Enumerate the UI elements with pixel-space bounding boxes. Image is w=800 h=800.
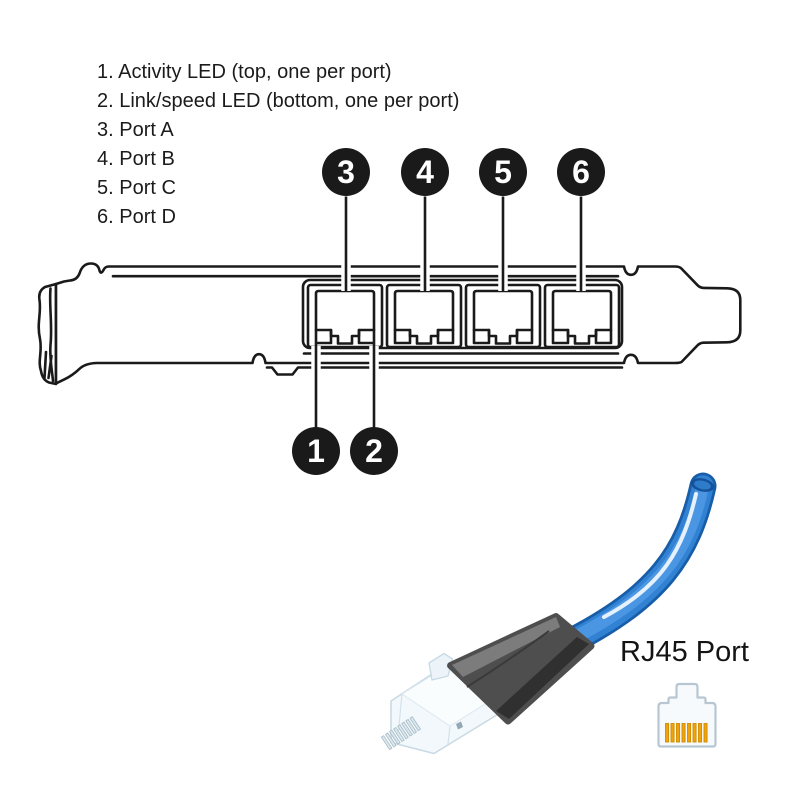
bracket-flange-sliver <box>43 350 53 380</box>
rj45-port-label: RJ45 Port <box>620 636 749 668</box>
bracket-bottom-fold-line <box>265 366 624 376</box>
legend-item: 5. Port C <box>97 177 176 199</box>
boot-shadow <box>496 637 589 719</box>
callout-badge-4: 4 <box>401 148 449 196</box>
legend: 1. Activity LED (top, one per port) 2. L… <box>97 58 459 232</box>
rj45-port-d <box>543 283 621 349</box>
callout-badge-1: 1 <box>292 427 340 475</box>
callout-badge-2: 2 <box>350 427 398 475</box>
callout-number: 4 <box>416 154 434 190</box>
legend-item: 3. Port A <box>97 119 174 141</box>
callout-lines <box>311 196 586 428</box>
bracket-flange <box>37 282 58 386</box>
cable <box>552 472 717 658</box>
rj45-port-b <box>385 283 463 349</box>
callout-badge-5: 5 <box>479 148 527 196</box>
cable-boot <box>447 613 595 725</box>
cable-highlight <box>602 492 698 619</box>
legend-item: 2. Link/speed LED (bottom, one per port) <box>97 90 460 112</box>
connector-facet-lines <box>397 693 451 745</box>
boot-highlight <box>452 617 560 677</box>
connector-pins <box>380 716 422 751</box>
callout-number: 3 <box>337 154 355 190</box>
legend-item: 6. Port D <box>97 206 176 228</box>
rj45-port-c <box>464 283 542 349</box>
bracket <box>37 262 742 386</box>
rj45-port-a <box>306 283 384 349</box>
callout-number: 1 <box>307 433 325 469</box>
callout-number: 5 <box>494 154 512 190</box>
callout-number: 6 <box>572 154 590 190</box>
callout-badges: 3 4 5 6 1 2 <box>292 148 605 475</box>
callout-badge-3: 3 <box>322 148 370 196</box>
bracket-flange-fold-line <box>48 287 55 383</box>
callout-badge-6: 6 <box>557 148 605 196</box>
ethernet-cable-illustration: RJ45 Port <box>380 472 749 755</box>
port-icon-pins <box>665 723 708 743</box>
connector-notch <box>456 721 463 730</box>
cable-end-cap-inner <box>694 480 711 490</box>
boot-seam <box>466 630 550 688</box>
callout-number: 2 <box>365 433 383 469</box>
legend-item: 1. Activity LED (top, one per port) <box>97 61 392 83</box>
legend-item: 4. Port B <box>97 148 175 170</box>
rj45-port-icon <box>657 682 717 748</box>
